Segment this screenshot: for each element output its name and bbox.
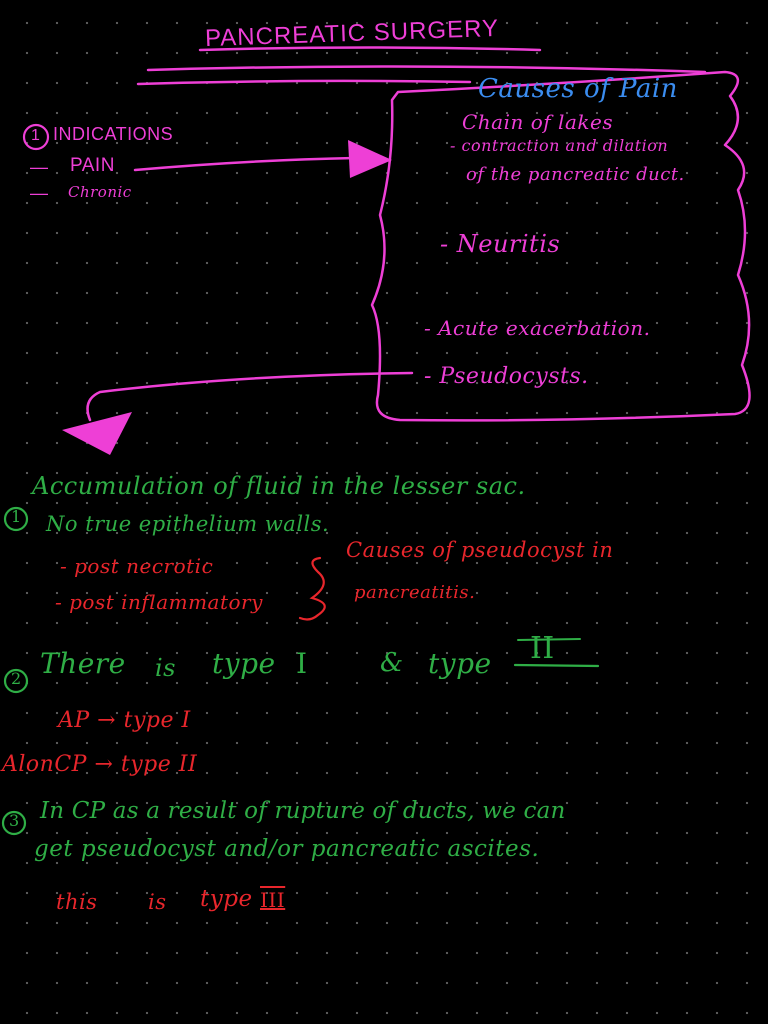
indications-number-circle	[22, 123, 50, 151]
section1-line-epithelium: No true epithelium walls.	[46, 512, 330, 536]
section2-red-ap: AP → type I	[58, 708, 191, 733]
causes-line-acute: - Acute exacerbation.	[424, 316, 651, 340]
pseudocyst-arrow-head	[62, 412, 132, 455]
indications-item-chronic: Chronic	[68, 183, 132, 201]
section1-line-accumulation: Accumulation of fluid in the lesser sac.	[32, 472, 526, 500]
section2-word-there: There	[40, 647, 126, 680]
title-underline	[198, 46, 542, 52]
title-double-underline-2	[136, 79, 472, 86]
causes-brace	[298, 556, 326, 621]
section2-ampersand: &	[380, 648, 404, 678]
causes-line-neuritis: - Neuritis	[440, 230, 561, 258]
section2-word-type-1: type	[212, 647, 276, 680]
section2-red-cp: AlonCP → type II	[2, 752, 198, 777]
section1-number-circle	[3, 506, 29, 532]
indications-dash-2: —	[30, 183, 49, 203]
pain-arrow-shaft	[133, 156, 357, 172]
section3-line-rupture: In CP as a result of rupture of ducts, w…	[40, 798, 566, 824]
causes-heading: Causes of Pain	[478, 74, 678, 104]
causes-line-duct: of the pancreatic duct.	[466, 164, 685, 185]
section3-red-this: this	[56, 890, 98, 914]
indications-item-pain: PAIN	[70, 155, 115, 176]
causes-line-chain: Chain of lakes	[462, 110, 614, 134]
indications-dash-1: —	[30, 157, 49, 177]
section2-number-circle	[3, 668, 29, 694]
pseudocyst-arrow-shaft	[86, 371, 414, 422]
pain-arrow-head	[348, 140, 392, 178]
section3-red-numeral-iii: III	[260, 888, 286, 912]
section3-line-ascites: get pseudocyst and/or pancreatic ascites…	[34, 836, 540, 862]
section1-brace-note-2: pancreatitis.	[354, 582, 476, 603]
section3-number: 3	[9, 811, 20, 830]
causes-box-outline	[370, 70, 751, 422]
type-ii-underline	[513, 663, 600, 668]
type-ii-overline	[517, 638, 581, 641]
causes-line-contraction: - contraction and dilation	[450, 136, 669, 155]
causes-line-pseudocysts: - Pseudocysts.	[424, 364, 589, 389]
title-double-underline-1	[146, 65, 707, 74]
section3-red-type: type	[200, 886, 253, 912]
section1-red-post-inflammatory: - post inflammatory	[55, 590, 263, 614]
section1-brace-note-1: Causes of pseudocyst in	[346, 538, 614, 562]
section2-number: 2	[11, 669, 22, 688]
section2-numeral-i: I	[296, 647, 308, 680]
indications-number: 1	[31, 127, 41, 144]
section3-red-is: is	[148, 890, 167, 914]
section2-numeral-ii: II	[530, 631, 555, 666]
section2-word-is: is	[155, 654, 176, 682]
section3-number-circle	[1, 810, 27, 836]
section1-red-post-necrotic: - post necrotic	[60, 554, 214, 578]
section2-word-type-2: type	[428, 647, 492, 680]
section1-number: 1	[11, 507, 22, 526]
indications-heading: INDICATIONS	[53, 124, 174, 144]
